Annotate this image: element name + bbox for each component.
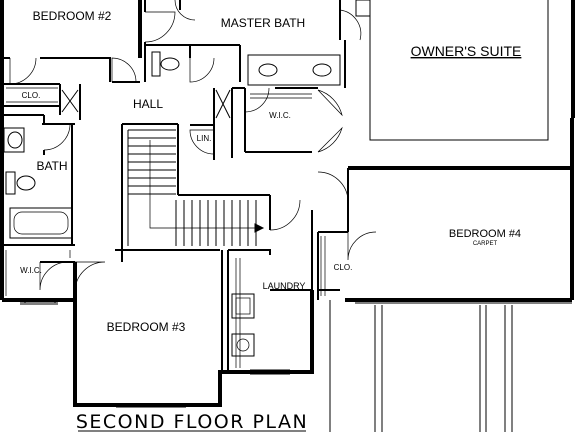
room-label-bedroom4-note: CARPET [473,241,498,247]
stairs [127,129,265,246]
deck-railing [329,300,572,432]
fixtures [3,0,371,357]
room-label-hall: HALL [133,97,163,111]
room-label-bedroom3: BEDROOM #3 [107,320,186,334]
room-label-closet-right: CLO. [334,263,353,272]
room-label-laundry: LAUNDRY [263,281,306,291]
exterior-walls [0,0,575,407]
room-label-master-bath: MASTER BATH [221,16,305,30]
room-label-linen: LIN. [197,134,212,143]
room-label-wic-left: W.I.C. [20,266,42,275]
room-label-owners-suite: OWNER'S SUITE [411,43,522,59]
room-label-bedroom4: BEDROOM #4 [449,228,521,240]
drawing-title: SECOND FLOOR PLAN [76,411,308,432]
room-label-bedroom2: BEDROOM #2 [33,9,112,23]
room-label-wic-master: W.I.C. [269,111,291,120]
room-label-closet-left: CLO. [22,91,41,100]
room-label-bath: BATH [36,159,67,173]
windows [1,209,290,408]
door-swings [9,0,377,293]
